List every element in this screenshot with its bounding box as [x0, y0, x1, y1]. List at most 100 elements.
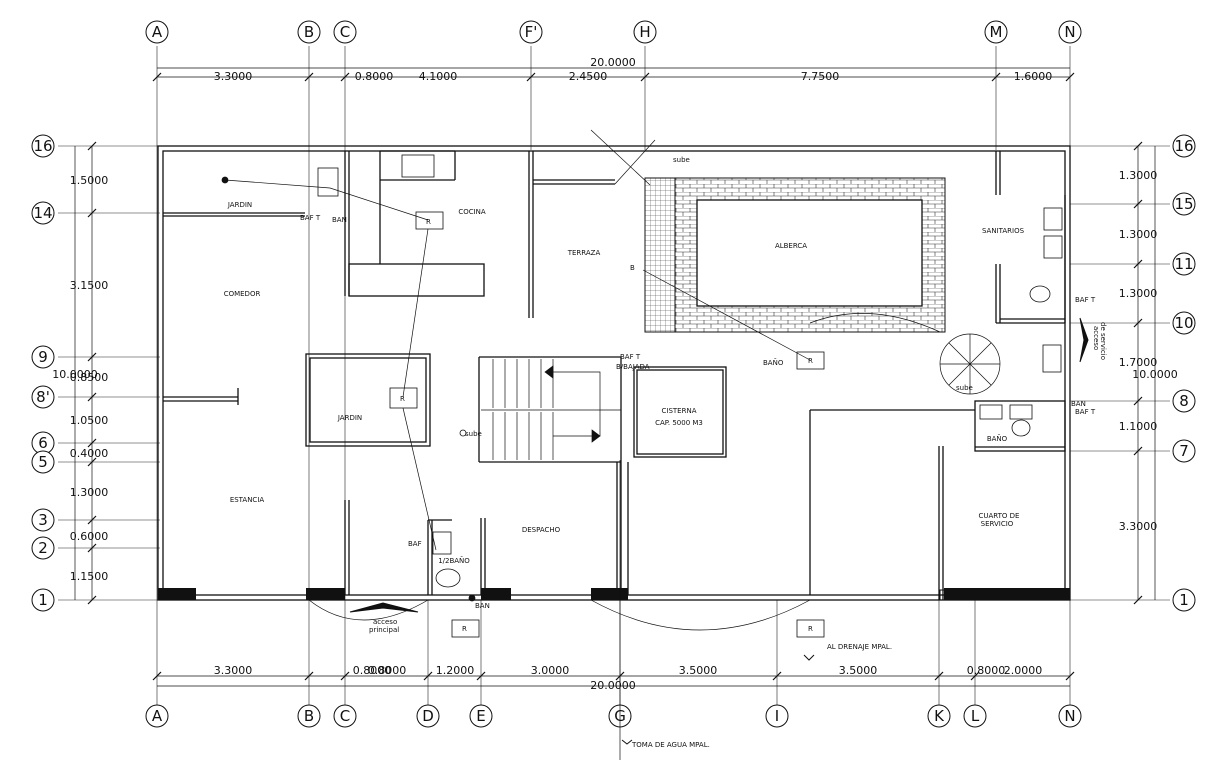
svg-text:L: L: [971, 707, 980, 725]
svg-text:16: 16: [1174, 137, 1193, 155]
dim-right-1: 1.3000: [1119, 169, 1158, 182]
room-label-cuarto-1: CUARTO DE: [979, 512, 1020, 520]
grid-bubble-right-16: 16: [1172, 134, 1196, 158]
dim-right-4: 1.7000: [1119, 356, 1158, 369]
svg-text:10: 10: [1174, 314, 1193, 332]
tag-registro-5: R: [808, 625, 813, 633]
dim-right-3: 1.3000: [1119, 287, 1158, 300]
tag-acceso-1: acceso: [373, 618, 397, 626]
dim-bottom-9: 2.0000: [1004, 664, 1043, 677]
dim-top-4: 2.4500: [569, 70, 608, 83]
svg-text:8: 8: [1179, 392, 1189, 410]
grid-bubbles-bottom: A B C D E G I K L N: [145, 704, 1082, 728]
dim-top-5: 7.7500: [801, 70, 840, 83]
grid-bubble-top-b: B: [297, 20, 321, 44]
room-label-jardin-top: JARDIN: [227, 201, 252, 209]
dim-right-5: 1.1000: [1119, 420, 1158, 433]
room-label-alberca: ALBERCA: [775, 242, 807, 250]
dim-left-1: 1.5000: [70, 174, 109, 187]
svg-text:11: 11: [1174, 255, 1193, 273]
svg-text:14: 14: [33, 204, 52, 222]
tag-ban-1: BAN: [332, 216, 347, 224]
dim-right-2: 1.3000: [1119, 228, 1158, 241]
grid-bubble-top-a: A: [145, 20, 169, 44]
grid-bubbles-top: A B C F' H M N: [145, 20, 1082, 44]
grid-bubble-bottom-e: E: [469, 704, 493, 728]
grid-bubble-left-14: 14: [31, 201, 55, 225]
grid-bubble-bottom-d: D: [416, 704, 440, 728]
svg-text:I: I: [775, 707, 779, 725]
svg-text:8': 8': [36, 388, 50, 406]
grid-bubble-right-10: 10: [1172, 311, 1196, 335]
tag-registro-2: R: [400, 395, 405, 403]
tag-drenaje: AL DRENAJE MPAL.: [827, 643, 892, 651]
svg-text:7: 7: [1179, 442, 1189, 460]
walls: [157, 145, 1071, 601]
tag-acceso-servicio-2: de servicio: [1099, 322, 1107, 360]
dimension-lines: [74, 67, 1156, 687]
tag-sube-3: sube: [956, 384, 973, 392]
svg-text:1: 1: [38, 591, 48, 609]
svg-text:F': F': [525, 23, 538, 41]
svg-text:15: 15: [1174, 195, 1193, 213]
svg-text:6: 6: [38, 434, 48, 452]
dimension-texts-left: 10.0000 1.5000 3.1500 0.8500 1.0500 0.40…: [52, 174, 108, 583]
dim-bottom-8: 0.8000: [967, 664, 1006, 677]
grid-bubble-bottom-c: C: [333, 704, 357, 728]
dim-top-total: 20.0000: [590, 56, 636, 69]
dim-left-6: 1.3000: [70, 486, 109, 499]
grid-bubble-top-f: F': [519, 20, 543, 44]
dim-right-total: 10.0000: [1132, 368, 1178, 381]
grid-lines: [58, 46, 1170, 706]
tag-bomba: B: [630, 264, 635, 272]
door-swings: [308, 129, 941, 631]
dim-left-8: 1.1500: [70, 570, 109, 583]
plumbing-tags: BAF T BAN BAF T B/BAJADA BAÑO BAF T BAN …: [300, 156, 1107, 749]
tag-sube-1: sube: [673, 156, 690, 164]
tag-baf-t-4: BAF T: [1075, 408, 1096, 416]
room-label-medio-bano: 1/2BAÑO: [438, 556, 470, 565]
room-label-cisterna-cap: CAP. 5000 M3: [655, 419, 703, 427]
room-label-jardin-center: JARDIN: [337, 414, 362, 422]
dim-bottom-1: 3.3000: [214, 664, 253, 677]
grid-bubble-right-8: 8: [1172, 389, 1196, 413]
room-label-despacho: DESPACHO: [522, 526, 561, 534]
grid-bubble-right-11: 11: [1172, 252, 1196, 276]
tag-acceso-2: principal: [369, 626, 399, 634]
access-markers: [349, 317, 1089, 745]
dim-top-1: 3.3000: [214, 70, 253, 83]
grid-bubble-bottom-l: L: [963, 704, 987, 728]
grid-bubble-bottom-a: A: [145, 704, 169, 728]
room-label-terraza: TERRAZA: [567, 249, 601, 257]
grid-bubble-left-3: 3: [31, 508, 55, 532]
grid-bubbles-right: 16 15 11 10 8 7 1: [1172, 134, 1196, 612]
tag-baf: BAF: [408, 540, 422, 548]
dim-right-6: 3.3000: [1119, 520, 1158, 533]
svg-text:M: M: [990, 23, 1003, 41]
svg-text:C: C: [340, 23, 350, 41]
dimension-texts-top: 20.0000 3.3000 0.8000 4.1000 2.4500 7.75…: [214, 56, 1053, 83]
grid-bubble-top-c: C: [333, 20, 357, 44]
grid-bubble-top-n: N: [1058, 20, 1082, 44]
grid-bubble-left-5: 5: [31, 450, 55, 474]
tag-registro-4: R: [462, 625, 467, 633]
grid-bubble-bottom-b: B: [297, 704, 321, 728]
dim-bottom-6: 3.5000: [679, 664, 718, 677]
grid-bubble-bottom-k: K: [927, 704, 951, 728]
svg-text:2: 2: [38, 539, 48, 557]
dim-bottom-7: 3.5000: [839, 664, 878, 677]
grid-bubble-left-8p: 8': [31, 385, 55, 409]
room-label-sanitarios: SANITARIOS: [982, 227, 1025, 235]
dim-left-7: 0.6000: [70, 530, 109, 543]
grid-bubble-left-1: 1: [31, 588, 55, 612]
wall-fills: [158, 588, 1071, 601]
tag-ban-2: BAN: [1071, 400, 1086, 408]
dim-bottom-total: 20.0000: [590, 679, 636, 692]
dimension-texts-right: 1.3000 1.3000 1.3000 1.7000 10.0000 1.10…: [1119, 169, 1178, 533]
dim-left-3: 0.8500: [70, 371, 109, 384]
svg-text:K: K: [934, 707, 945, 725]
tag-bajada: B/BAJADA: [616, 363, 650, 371]
tag-toma: TOMA DE AGUA MPAL.: [631, 741, 710, 749]
dim-left-4: 1.0500: [70, 414, 109, 427]
grid-bubble-top-m: M: [984, 20, 1008, 44]
